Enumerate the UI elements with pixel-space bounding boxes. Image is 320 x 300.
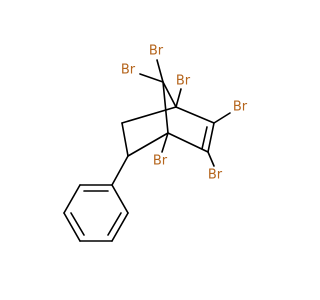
molecule-structure: Br Br Br Br Br Br xyxy=(63,44,248,242)
bond-c6-c5 xyxy=(121,122,129,157)
br-label-c4: Br xyxy=(153,154,168,169)
ring-double-1 xyxy=(107,212,122,236)
br-label-c2: Br xyxy=(233,100,248,115)
bond-c4-c5 xyxy=(127,132,169,157)
ring-bond-4 xyxy=(63,212,81,242)
bond-c7-c4 xyxy=(162,81,169,134)
bond-c1-br xyxy=(175,88,182,108)
bond-c7-br-top xyxy=(156,59,164,83)
bond-c2-c3-double xyxy=(201,126,208,150)
bond-c1-c6 xyxy=(121,106,177,124)
bond-c7-br-left xyxy=(139,73,164,83)
ring-double-2 xyxy=(70,212,85,236)
bond-c2-br xyxy=(213,112,231,124)
bond-c5-phenyl xyxy=(111,155,129,186)
bond-c3-br xyxy=(207,151,215,167)
bond-c4-br xyxy=(161,132,169,153)
br-label-c7-top: Br xyxy=(149,44,164,59)
bond-c2-c3 xyxy=(207,122,215,153)
atom-labels: Br Br Br Br Br Br xyxy=(121,44,248,183)
bond-c1-c2 xyxy=(175,106,215,124)
bond-layer xyxy=(111,59,231,186)
br-label-c7-left: Br xyxy=(121,63,136,78)
ring-bond-1 xyxy=(111,184,129,214)
ring-bond-5 xyxy=(63,184,81,214)
phenyl-ring xyxy=(63,184,129,242)
ring-bond-2 xyxy=(111,212,129,242)
br-label-c1: Br xyxy=(176,74,191,89)
bond-c3-c4 xyxy=(167,132,209,153)
br-label-c3: Br xyxy=(208,168,223,183)
bond-c7-c1 xyxy=(162,81,177,108)
